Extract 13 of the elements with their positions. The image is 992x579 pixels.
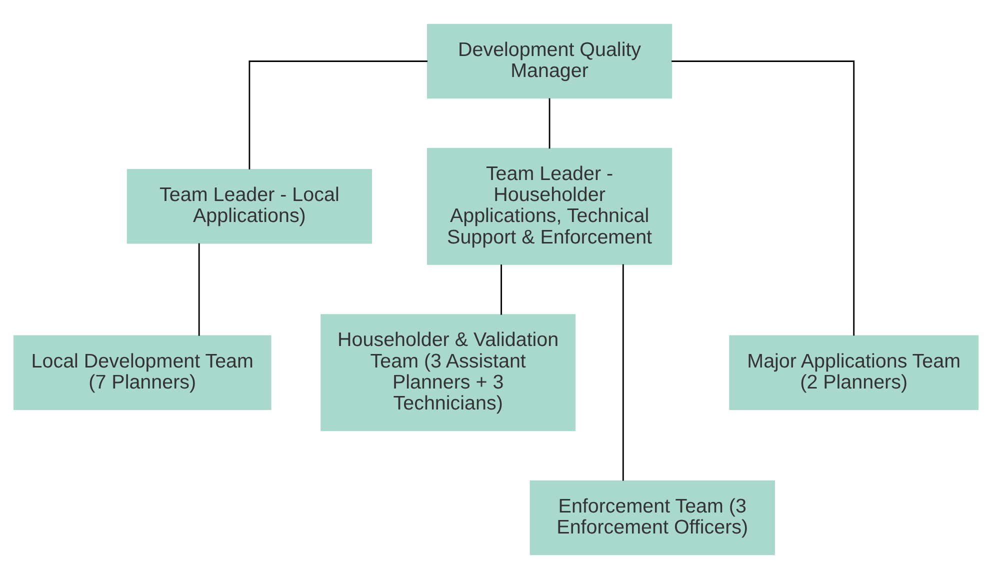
node-box: Team Leader - Householder Applications, Technical Support & Enforcement: [426, 148, 672, 265]
connector: [248, 60, 428, 170]
node-box: Team Leader - Local Applications): [126, 169, 372, 244]
connector: [548, 98, 550, 149]
connector: [622, 264, 624, 481]
connector: [672, 60, 855, 336]
node-box: Major Applications Team (2 Planners): [729, 335, 979, 410]
node-box: Householder & Validation Team (3 Assistant Planners + 3 Technicians): [320, 314, 576, 432]
connector: [500, 264, 502, 315]
node-box: Enforcement Team (3 Enforcement Officers): [530, 480, 775, 556]
node-box: Development Quality Manager: [426, 24, 672, 99]
connector: [198, 243, 200, 336]
node-box: Local Development Team (7 Planners): [13, 335, 272, 410]
